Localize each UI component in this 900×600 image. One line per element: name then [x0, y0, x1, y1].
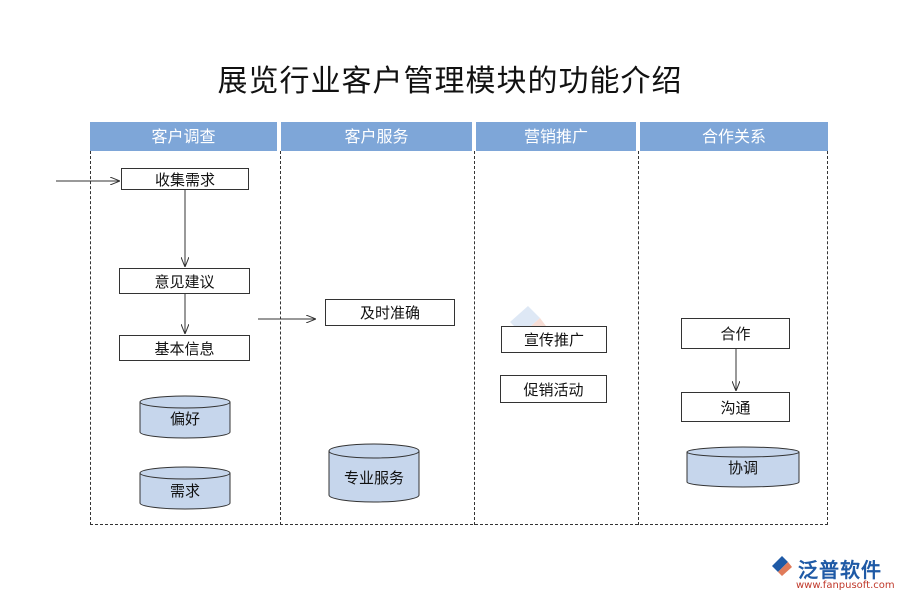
node-cooperate: 合作	[681, 318, 790, 349]
datastore-demand: 需求	[139, 466, 231, 510]
lane-customer-survey	[90, 151, 280, 525]
datastore-preference-label: 偏好	[169, 410, 200, 428]
datastore-coordinate: 协调	[686, 446, 800, 488]
brand-url: www.fanpusoft.com	[796, 580, 895, 591]
lane-customer-service	[280, 151, 474, 525]
column-header-customer-survey: 客户调查	[90, 122, 277, 151]
brand-name: 泛普软件	[798, 558, 882, 582]
node-basic-information: 基本信息	[119, 335, 250, 361]
brand-logo-icon	[772, 556, 792, 576]
node-communicate: 沟通	[681, 392, 790, 422]
page-title: 展览行业客户管理模块的功能介绍	[217, 64, 683, 99]
datastore-demand-label: 需求	[169, 482, 200, 500]
lane-marketing	[474, 151, 638, 525]
column-header-customer-service: 客户服务	[281, 122, 472, 151]
lane-cooperation	[638, 151, 828, 525]
node-opinions-suggestions: 意见建议	[119, 268, 250, 294]
column-header-marketing: 营销推广	[476, 122, 636, 151]
datastore-preference: 偏好	[139, 395, 231, 439]
node-sales-activity: 促销活动	[500, 375, 607, 403]
node-timely-accurate: 及时准确	[325, 299, 455, 326]
node-collect-requirements: 收集需求	[121, 168, 249, 190]
datastore-professional-service: 专业服务	[328, 443, 420, 503]
column-header-cooperation: 合作关系	[640, 122, 828, 151]
brand-logo: 泛普软件 www.fanpusoft.com	[768, 552, 895, 592]
datastore-coordinate-label: 协调	[727, 459, 758, 477]
lane-bottom-border	[90, 524, 828, 525]
datastore-professional-service-label: 专业服务	[343, 469, 404, 487]
node-promotion: 宣传推广	[501, 326, 607, 353]
